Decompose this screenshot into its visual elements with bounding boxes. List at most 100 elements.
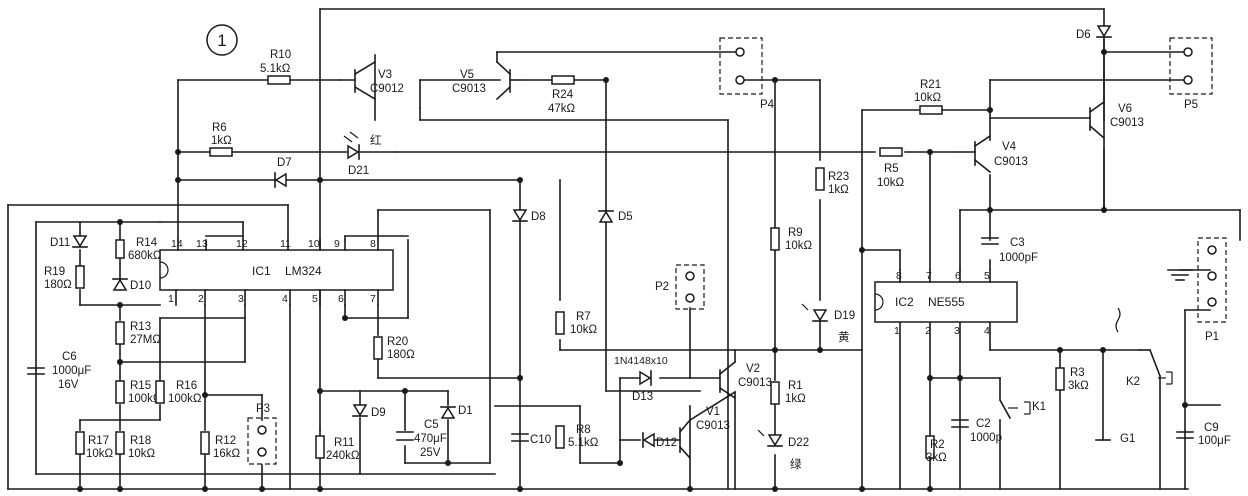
p4-ref: P4	[760, 99, 775, 111]
r11-value: 240kΩ	[326, 450, 360, 462]
p1-pin-1	[1207, 245, 1217, 255]
r8-value: 5.1kΩ	[568, 437, 599, 449]
r13-body	[115, 321, 125, 345]
r6-value: 1kΩ	[211, 135, 232, 147]
r19-ref: R19	[44, 266, 65, 278]
c5-value: 470μF	[414, 433, 447, 445]
switches: K1 K2 G1	[998, 307, 1173, 445]
c5-ref: C5	[424, 419, 439, 431]
r2-body	[925, 435, 935, 459]
v3-part: C9012	[370, 83, 404, 95]
p2-ref: P2	[655, 281, 669, 293]
r1-value: 1kΩ	[785, 393, 806, 405]
p4-pin-1	[735, 47, 745, 57]
r1-body	[770, 381, 780, 405]
d1-ref: D1	[458, 405, 473, 417]
r24-value: 47kΩ	[548, 103, 576, 115]
ic2-pin-8: 8	[896, 270, 902, 282]
v5-part: C9013	[452, 83, 486, 95]
ic1-pin-1: 1	[168, 293, 174, 305]
r18-ref: R18	[130, 435, 151, 447]
c9-ref: C9	[1204, 422, 1219, 434]
p1-pin-3	[1207, 297, 1217, 307]
ic1-pin-9: 9	[334, 238, 340, 250]
p1-pin-2	[1207, 271, 1217, 281]
d19-body	[812, 309, 828, 322]
r19-body	[75, 265, 85, 289]
d11-body	[72, 235, 88, 248]
ic1-pin-3: 3	[238, 293, 244, 305]
r15-value: 100kΩ	[128, 393, 162, 405]
r7-value: 10kΩ	[570, 324, 598, 336]
ic2-pin-7: 7	[926, 270, 932, 282]
ic2-pin-2: 2	[925, 325, 931, 337]
d21-body	[347, 144, 360, 160]
r15-body	[115, 380, 125, 404]
r5-body	[879, 147, 903, 157]
r1-ref: R1	[788, 380, 803, 392]
ic2-body	[874, 281, 1018, 323]
d19-color: 黄	[838, 330, 850, 344]
c9-value: 100μF	[1198, 435, 1231, 447]
r8-ref: R8	[576, 424, 591, 436]
d22-body	[767, 434, 783, 447]
r21-body	[919, 105, 943, 115]
c2-ref: C2	[976, 418, 991, 430]
r10-value: 5.1kΩ	[260, 63, 291, 75]
d19-ref: D19	[834, 310, 855, 322]
r18-body	[115, 431, 125, 455]
r20-ref: R20	[387, 336, 408, 348]
r10-ref: R10	[270, 49, 291, 61]
ic2-pin-3: 3	[954, 325, 960, 337]
v5-ref: V5	[460, 69, 474, 81]
k2-ref: K2	[1126, 376, 1140, 388]
d1-body	[440, 406, 456, 419]
d11-ref: D11	[50, 237, 70, 249]
c6-value: 1000μF	[52, 365, 91, 377]
v6-ref: V6	[1118, 103, 1132, 115]
r7-body	[555, 311, 565, 335]
v1-ref: V1	[706, 406, 720, 418]
v1-part: C9013	[696, 420, 730, 432]
p3-pin-2	[257, 447, 267, 457]
r23-ref: R23	[828, 171, 849, 183]
c10-ref: C10	[530, 434, 551, 446]
ic1-pin-5: 5	[312, 293, 318, 305]
capacitors: C6 1000μF 16V C5 470μF 25V C10 C3 1000pF…	[27, 237, 1231, 459]
r16-value: 100kΩ	[168, 393, 202, 405]
ic2-ref: IC2	[895, 295, 914, 309]
ic1-pin-8: 8	[370, 238, 376, 250]
d21-color: 红	[370, 134, 382, 147]
d6-ref: D6	[1076, 29, 1091, 41]
figure-number-circle	[206, 24, 238, 56]
ic2-pin-1: 1	[894, 325, 900, 337]
r16-body	[155, 380, 165, 404]
r3-value: 3kΩ	[1068, 380, 1089, 392]
ic1-pin-11: 11	[280, 238, 291, 250]
ic1-notch	[159, 261, 169, 279]
r3-ref: R3	[1070, 367, 1085, 379]
p5-ref: P5	[1184, 99, 1198, 111]
r2-value: 3kΩ	[926, 452, 947, 464]
r9-value: 10kΩ	[785, 240, 813, 252]
ic1-ref: IC1	[252, 264, 271, 278]
ic2-ne555: 8 7 6 5 1 2 3 4 IC2 NE555	[874, 269, 1018, 337]
r13-ref: R13	[130, 321, 151, 333]
p5-pin-1	[1183, 47, 1193, 57]
resistors: R10 5.1kΩ R6 1kΩ R24 47kΩ R21 10kΩ R5 10…	[44, 49, 1089, 464]
d9-ref: D9	[371, 407, 386, 419]
r11-ref: R11	[334, 437, 354, 449]
ic1-pin-2: 2	[198, 293, 204, 305]
d13-body	[639, 370, 652, 386]
d13-ref: D13	[632, 391, 653, 403]
ic1-part: LM324	[285, 264, 322, 278]
leds: 红 D21 D19 黄 D22 绿	[343, 131, 855, 471]
d22-color: 绿	[790, 457, 802, 471]
ic1-pin-13: 13	[196, 238, 208, 250]
r23-body	[815, 167, 825, 191]
r16-ref: R16	[176, 380, 197, 392]
k1-contact	[998, 398, 1012, 420]
p3-pin-1	[257, 425, 267, 435]
ic1-pin-12: 12	[236, 238, 248, 250]
ic2-pin-4: 4	[984, 325, 990, 337]
